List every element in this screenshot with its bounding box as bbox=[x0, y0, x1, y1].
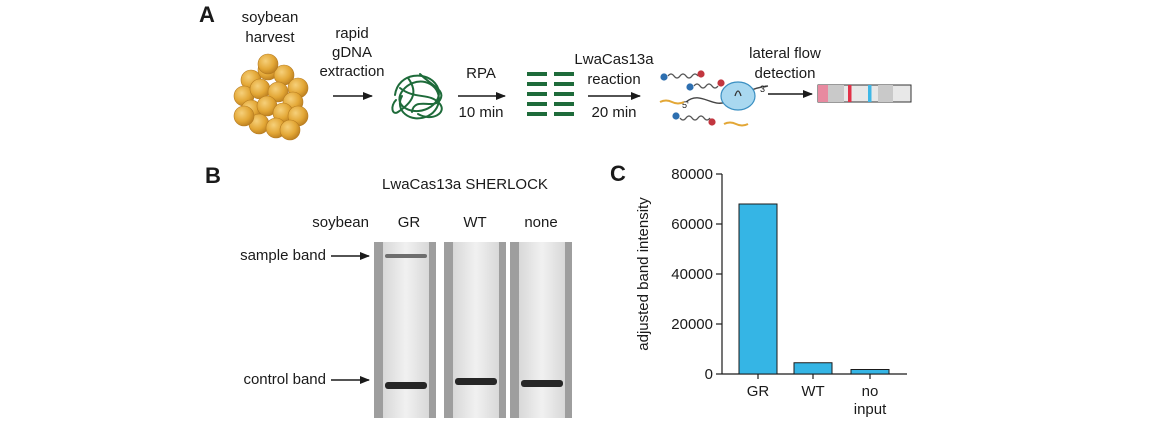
x-tick-label: WT bbox=[801, 383, 824, 400]
extraction-label-2: gDNA bbox=[332, 44, 372, 61]
panel-label-c: C bbox=[610, 161, 626, 186]
soybean-bead bbox=[257, 53, 279, 75]
panel-label-a: A bbox=[199, 2, 215, 27]
panel-label-b: B bbox=[205, 163, 221, 188]
x-tick-label: no bbox=[862, 383, 879, 400]
rpa-time: 10 min bbox=[458, 104, 503, 121]
five-prime-label: 5' bbox=[682, 100, 689, 110]
rpa-label: RPA bbox=[466, 65, 496, 82]
strip-gr bbox=[374, 242, 436, 418]
cleaved-fragment-icon bbox=[659, 99, 685, 105]
amplicons-icon bbox=[527, 72, 574, 116]
y-tick-label: 40000 bbox=[671, 266, 713, 283]
y-tick-label: 20000 bbox=[671, 316, 713, 333]
extraction-label-1: rapid bbox=[335, 25, 368, 42]
control-band-label: control band bbox=[243, 371, 326, 388]
lateral-flow-strip-icon bbox=[817, 84, 912, 103]
reporter-icon bbox=[660, 70, 705, 81]
cas13-complex-icon: 5' 3' bbox=[659, 70, 769, 127]
strip-title: LwaCas13a SHERLOCK bbox=[382, 176, 548, 193]
lane-label-none: none bbox=[524, 214, 557, 231]
soybean-bead bbox=[279, 119, 301, 141]
y-tick-label: 0 bbox=[705, 366, 713, 383]
y-tick-label: 60000 bbox=[671, 216, 713, 233]
cas-time: 20 min bbox=[591, 104, 636, 121]
x-tick-label: input bbox=[854, 401, 887, 418]
three-prime-label: 3' bbox=[760, 84, 767, 94]
sample-band-gr bbox=[385, 254, 427, 258]
bar-no-input bbox=[850, 369, 890, 375]
soybean-label: soybean bbox=[242, 9, 299, 26]
soybean-cluster-icon bbox=[233, 53, 309, 141]
reporter-icon bbox=[672, 112, 716, 126]
extraction-label-3: extraction bbox=[319, 63, 384, 80]
soybean-row-label: soybean bbox=[312, 214, 369, 231]
x-tick-label: GR bbox=[747, 383, 770, 400]
soybean-bead bbox=[233, 105, 255, 127]
bar-wt bbox=[793, 362, 833, 375]
y-axis-label: adjusted band intensity bbox=[635, 197, 652, 351]
harvest-label: harvest bbox=[245, 29, 295, 46]
lateral-flow-label-2: detection bbox=[755, 65, 816, 82]
bar-gr bbox=[738, 203, 778, 375]
sample-band-label: sample band bbox=[240, 247, 326, 264]
y-tick-label: 80000 bbox=[671, 166, 713, 183]
control-band-none bbox=[521, 380, 563, 387]
cas-label-1: LwaCas13a bbox=[574, 51, 654, 68]
strip-wt bbox=[444, 242, 506, 418]
cleaved-fragment-icon bbox=[723, 121, 749, 127]
cas13-protein-icon bbox=[720, 81, 756, 111]
strip-none bbox=[510, 242, 572, 418]
reporter-icon bbox=[686, 79, 725, 91]
lateral-flow-label-1: lateral flow bbox=[749, 45, 821, 62]
bar-chart: adjusted band intensity 0 20000 40000 60000… bbox=[635, 166, 907, 418]
soybean-bead bbox=[267, 81, 289, 103]
control-band-wt bbox=[455, 378, 497, 385]
gdna-tangle-icon bbox=[391, 73, 443, 120]
cas-label-2: reaction bbox=[587, 71, 640, 88]
lane-label-gr: GR bbox=[398, 214, 421, 231]
control-band-gr bbox=[385, 382, 427, 389]
lane-label-wt: WT bbox=[463, 214, 486, 231]
